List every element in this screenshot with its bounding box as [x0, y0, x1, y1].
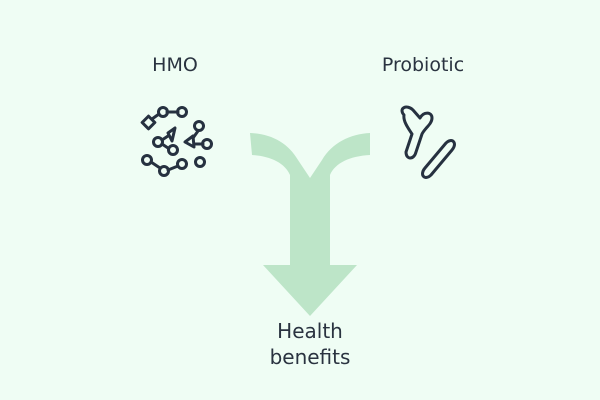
merge-arrow-shape — [250, 133, 370, 316]
hmo-label: HMO — [152, 54, 198, 76]
health-benefits-label: Health benefits — [240, 318, 380, 370]
result-line-1: Health — [277, 319, 343, 343]
probiotic-label: Probiotic — [381, 54, 465, 76]
result-line-2: benefits — [269, 345, 351, 369]
